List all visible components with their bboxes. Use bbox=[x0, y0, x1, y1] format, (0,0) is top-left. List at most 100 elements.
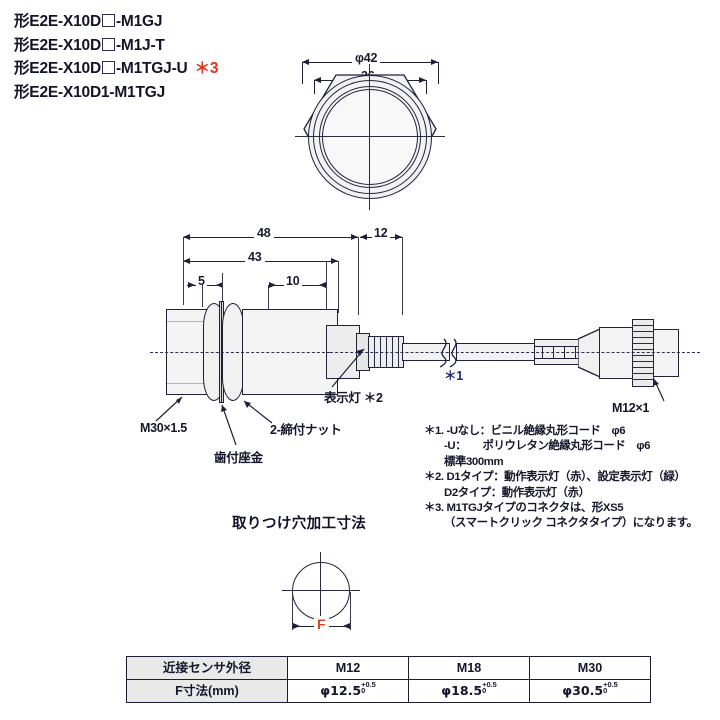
knurl-line bbox=[632, 361, 654, 363]
dim-label-phi42: φ42 bbox=[352, 51, 381, 65]
dim-arrow-right bbox=[331, 258, 338, 264]
footnote-marker-1: ＊1 bbox=[444, 369, 463, 383]
leader-line-indicator bbox=[331, 348, 365, 388]
ext-line bbox=[292, 592, 293, 630]
table-header-f-dimension: F寸法(mm) bbox=[126, 679, 288, 703]
dim-arrow-left bbox=[360, 234, 367, 240]
knurl-line bbox=[632, 367, 654, 369]
connector-tip bbox=[653, 329, 679, 377]
center-axis-right bbox=[330, 352, 700, 353]
center-line-vertical bbox=[369, 64, 370, 210]
sensing-face-circle bbox=[322, 89, 418, 185]
footnote-line: D2タイプ：動作表示灯（赤） bbox=[444, 486, 590, 499]
mounting-hole-section: 取りつけ穴加工寸法 F bbox=[232, 512, 472, 652]
ext-line bbox=[302, 62, 303, 84]
ext-line bbox=[438, 62, 439, 84]
center-line-horizontal bbox=[282, 590, 360, 591]
thread-hatch bbox=[166, 321, 210, 322]
thread-hatch bbox=[166, 383, 210, 384]
dim-arrow-right bbox=[395, 234, 402, 240]
dim-arrow-right bbox=[351, 234, 358, 240]
ext-line bbox=[426, 80, 427, 94]
table-header-m30: M30 bbox=[529, 656, 651, 680]
label-thread-m30: M30×1.5 bbox=[140, 421, 187, 435]
ext-line bbox=[326, 261, 327, 313]
dim-label-43: 43 bbox=[245, 250, 265, 264]
table-row: 近接センサ外径 M12 M18 M30 bbox=[126, 656, 651, 680]
footnote-line: ＊2. D1タイプ：動作表示灯（赤）、設定表示灯（緑） bbox=[424, 471, 686, 484]
connector-barrel bbox=[599, 327, 633, 379]
model-line: 形E2E-X10D -M1GJ bbox=[14, 10, 218, 34]
model-prefix: 形E2E-X10D bbox=[14, 36, 101, 54]
knurl-line bbox=[632, 325, 654, 327]
knurl-line bbox=[632, 355, 654, 357]
model-prefix: 形E2E-X10D bbox=[14, 60, 101, 77]
dim-arrow-left bbox=[183, 258, 190, 264]
connector-taper bbox=[578, 329, 601, 377]
knurl-line bbox=[632, 337, 654, 339]
dim-arrow-right bbox=[269, 282, 276, 288]
center-line-vertical bbox=[320, 552, 321, 630]
dim-arrow-left bbox=[314, 77, 321, 83]
label-clamping-nuts: 2-締付ナット bbox=[270, 423, 342, 437]
model-suffix: -M1GJ bbox=[115, 13, 163, 30]
footnote-line: 標準300mm bbox=[444, 455, 504, 468]
model-line: 形E2E-X10D-M1J-T bbox=[14, 34, 218, 58]
ext-line bbox=[314, 80, 315, 94]
tolerance-upper: +0.5 bbox=[482, 680, 497, 689]
footnote-line: ＊3. M1TGJタイプのコネクタは、形XS5 bbox=[424, 502, 624, 515]
table-header-m12: M12 bbox=[287, 656, 409, 680]
cable-break-symbol-icon bbox=[439, 338, 457, 368]
footnote-marker-3: ＊3 bbox=[194, 60, 219, 77]
model-prefix: 形E2E-X10D1-M1TGJ bbox=[14, 83, 165, 101]
tolerance-upper: +0.5 bbox=[603, 680, 618, 689]
model-variant-box-icon bbox=[101, 61, 115, 74]
knurl-line bbox=[632, 379, 654, 381]
footnote-line: ＊1. -Uなし：ビニル絶縁丸形コード φ6 bbox=[424, 425, 626, 437]
ext-line bbox=[358, 237, 359, 315]
dim-label-48: 48 bbox=[254, 226, 274, 240]
dim-arrow-right bbox=[188, 282, 195, 288]
dim-label-12: 12 bbox=[372, 226, 390, 240]
leader-line-thread bbox=[155, 396, 183, 422]
footnotes-block: ＊1. -Uなし：ビニル絶縁丸形コード φ6 -U： ポリウレタン絶縁丸形コード… bbox=[424, 424, 716, 532]
dim-label-10: 10 bbox=[284, 274, 302, 288]
f-value-m18: φ18.5 bbox=[441, 683, 483, 698]
ext-line bbox=[268, 285, 269, 313]
model-prefix: 形E2E-X10D bbox=[14, 13, 101, 30]
model-variant-box-icon bbox=[101, 37, 115, 51]
tolerance-lower: 0 bbox=[482, 686, 487, 695]
table-header-m18: M18 bbox=[408, 656, 530, 680]
center-line-horizontal bbox=[295, 136, 445, 137]
ext-line bbox=[402, 237, 403, 315]
dim-arrow-left bbox=[183, 234, 190, 240]
model-name-list: 形E2E-X10D -M1GJ 形E2E-X10D-M1J-T 形E2E-X10D… bbox=[14, 10, 218, 104]
f-value-m30: φ30.5 bbox=[562, 683, 604, 698]
side-view-drawing: 48 12 43 5 10 bbox=[140, 225, 710, 465]
tolerance-lower: 0 bbox=[361, 686, 366, 695]
dim-arrow-right bbox=[419, 77, 426, 83]
label-toothed-washer: 歯付座金 bbox=[214, 451, 263, 465]
ext-line bbox=[202, 285, 203, 307]
dim-arrow-right bbox=[431, 59, 438, 65]
footnote-line: （スマートクリック コネクタタイプ）になります。 bbox=[444, 517, 698, 530]
ext-line bbox=[222, 273, 223, 307]
mounting-section-title: 取りつけ穴加工寸法 bbox=[232, 516, 367, 532]
label-connector-m12: M12×1 bbox=[612, 401, 650, 415]
relief-hatch bbox=[534, 358, 580, 359]
model-line: 形E2E-X10D1-M1TGJ bbox=[14, 81, 218, 105]
ext-line bbox=[338, 261, 339, 313]
dim-label-5: 5 bbox=[196, 274, 207, 288]
knurl-line bbox=[632, 331, 654, 333]
model-line: 形E2E-X10D -M1TGJ-U ＊3 bbox=[14, 57, 218, 81]
ext-line bbox=[183, 237, 184, 305]
dim-arrow-left bbox=[302, 59, 309, 65]
f-value-m12: φ12.5 bbox=[320, 683, 362, 698]
model-suffix: -M1TGJ-U bbox=[115, 60, 188, 77]
knurl-line bbox=[632, 373, 654, 375]
